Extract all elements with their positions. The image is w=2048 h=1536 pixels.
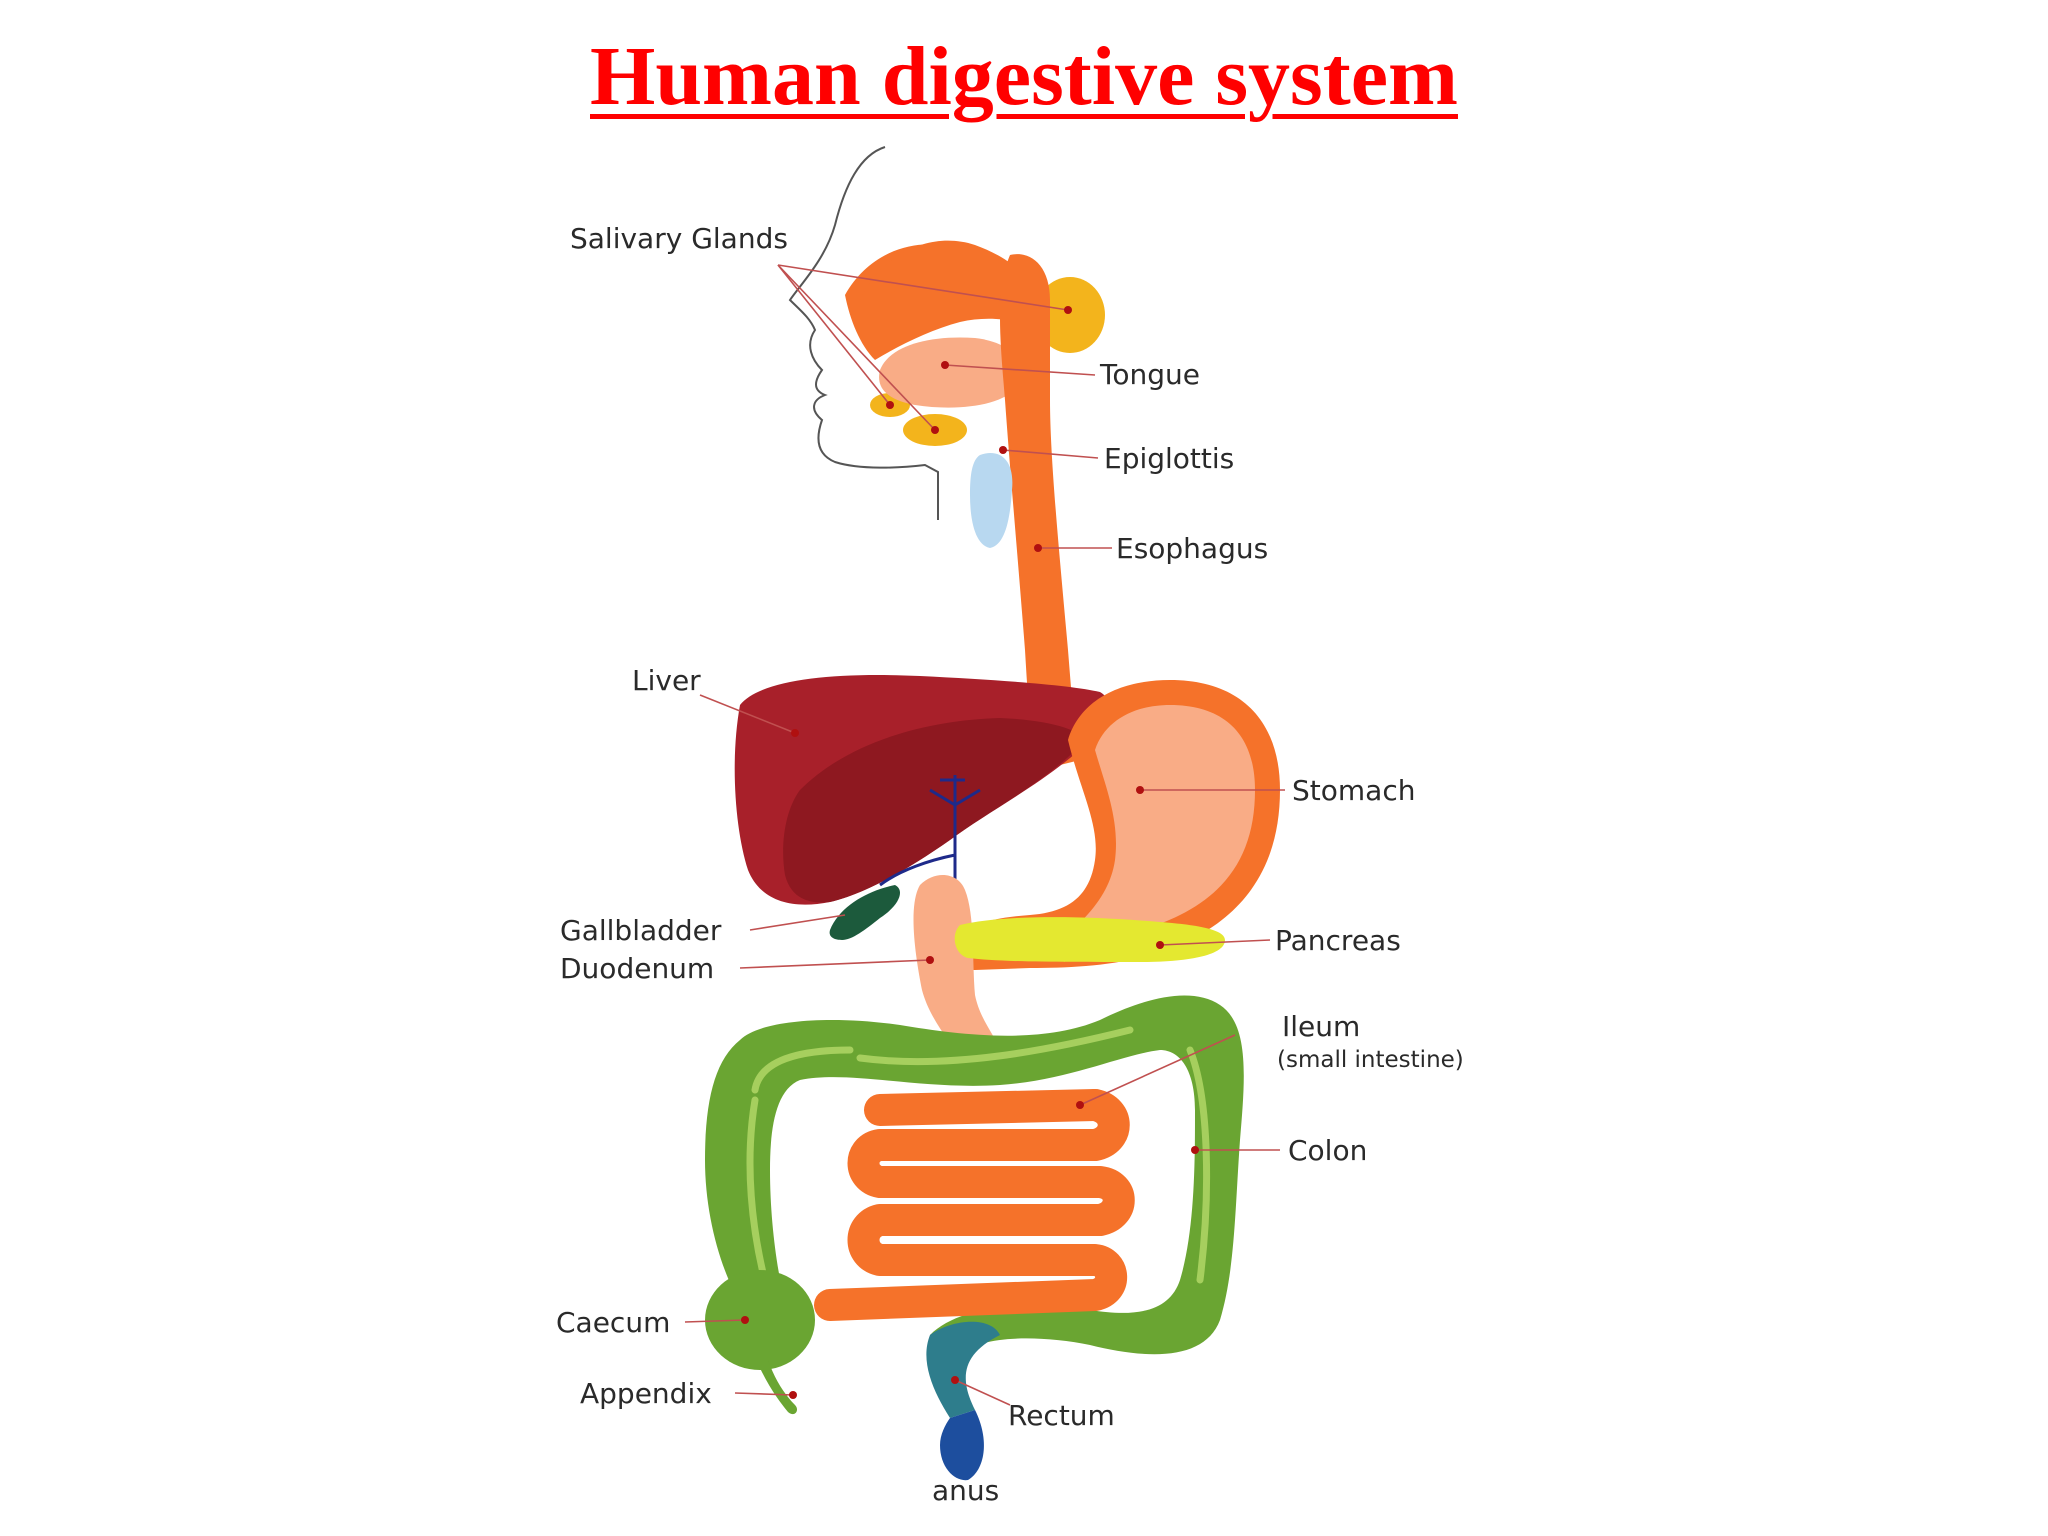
- leader-epiglottis: [1002, 449, 1099, 459]
- leader-rectum: [954, 1379, 1011, 1406]
- marker-dot: [1076, 1101, 1084, 1109]
- marker-dot: [1156, 941, 1164, 949]
- leader-caecum: [684, 1319, 746, 1323]
- marker-dot: [1064, 306, 1072, 314]
- marker-dot: [741, 1316, 749, 1324]
- label-rectum: Rectum: [1008, 1399, 1115, 1432]
- marker-dot: [999, 446, 1007, 454]
- label-appendix: Appendix: [580, 1377, 712, 1410]
- label-salivary-glands: Salivary Glands: [570, 222, 788, 255]
- pancreas-shape: [954, 917, 1225, 962]
- label-tongue: Tongue: [1099, 358, 1200, 391]
- leader-liver: [699, 694, 796, 734]
- head-outline: [788, 146, 939, 520]
- label-esophagus: Esophagus: [1116, 532, 1268, 565]
- label-ileum: Ileum: [1282, 1010, 1360, 1043]
- caecum-shape: [705, 1270, 815, 1370]
- marker-dot: [1191, 1146, 1199, 1154]
- marker-dot: [951, 1376, 959, 1384]
- duodenum-shape: [913, 874, 1000, 1060]
- liver-lobe-shade: [783, 718, 1085, 903]
- leader-salivary-3: [777, 264, 936, 431]
- leader-gallbladder: [749, 914, 846, 931]
- label-caecum: Caecum: [556, 1306, 670, 1339]
- marker-dot: [926, 956, 934, 964]
- leader-salivary-2: [777, 264, 891, 406]
- tongue-shape: [879, 337, 1021, 408]
- leader-duodenum: [739, 959, 931, 969]
- esophagus-tube: [1000, 254, 1080, 770]
- anus-shape: [940, 1410, 984, 1481]
- small-intestine-top: [864, 1089, 1111, 1126]
- marker-dot: [1136, 786, 1144, 794]
- label-liver: Liver: [632, 664, 701, 697]
- leader-tongue: [944, 364, 1096, 376]
- label-epiglottis: Epiglottis: [1104, 442, 1234, 475]
- marker-dot: [941, 361, 949, 369]
- appendix-shape: [760, 1360, 798, 1415]
- marker-dot: [931, 426, 939, 434]
- salivary-gland-parotid: [1035, 277, 1105, 353]
- stomach-lining: [1060, 705, 1255, 940]
- label-colon: Colon: [1288, 1134, 1367, 1167]
- marker-dot: [791, 729, 799, 737]
- label-pancreas: Pancreas: [1275, 924, 1401, 957]
- label-ileum-note: (small intestine): [1277, 1047, 1464, 1073]
- label-anus: anus: [932, 1474, 999, 1507]
- leader-ileum: [1079, 1034, 1236, 1106]
- nasal-passage: [860, 240, 1035, 310]
- page-title: Human digestive system: [590, 30, 1458, 123]
- leader-appendix: [734, 1392, 794, 1396]
- gallbladder-shape: [829, 885, 900, 940]
- marker-dot: [789, 1391, 797, 1399]
- label-stomach: Stomach: [1292, 774, 1415, 807]
- leader-salivary-1: [777, 264, 1069, 311]
- marker-dot: [886, 401, 894, 409]
- rectum-shape: [926, 1321, 1000, 1418]
- epiglottis-shape: [970, 453, 1013, 548]
- label-gallbladder: Gallbladder: [560, 914, 722, 947]
- leader-pancreas: [1159, 939, 1271, 946]
- small-intestine-loops: [814, 1089, 1135, 1321]
- label-duodenum: Duodenum: [560, 952, 714, 985]
- colon-band: [746, 1026, 1211, 1304]
- marker-dot: [1034, 544, 1042, 552]
